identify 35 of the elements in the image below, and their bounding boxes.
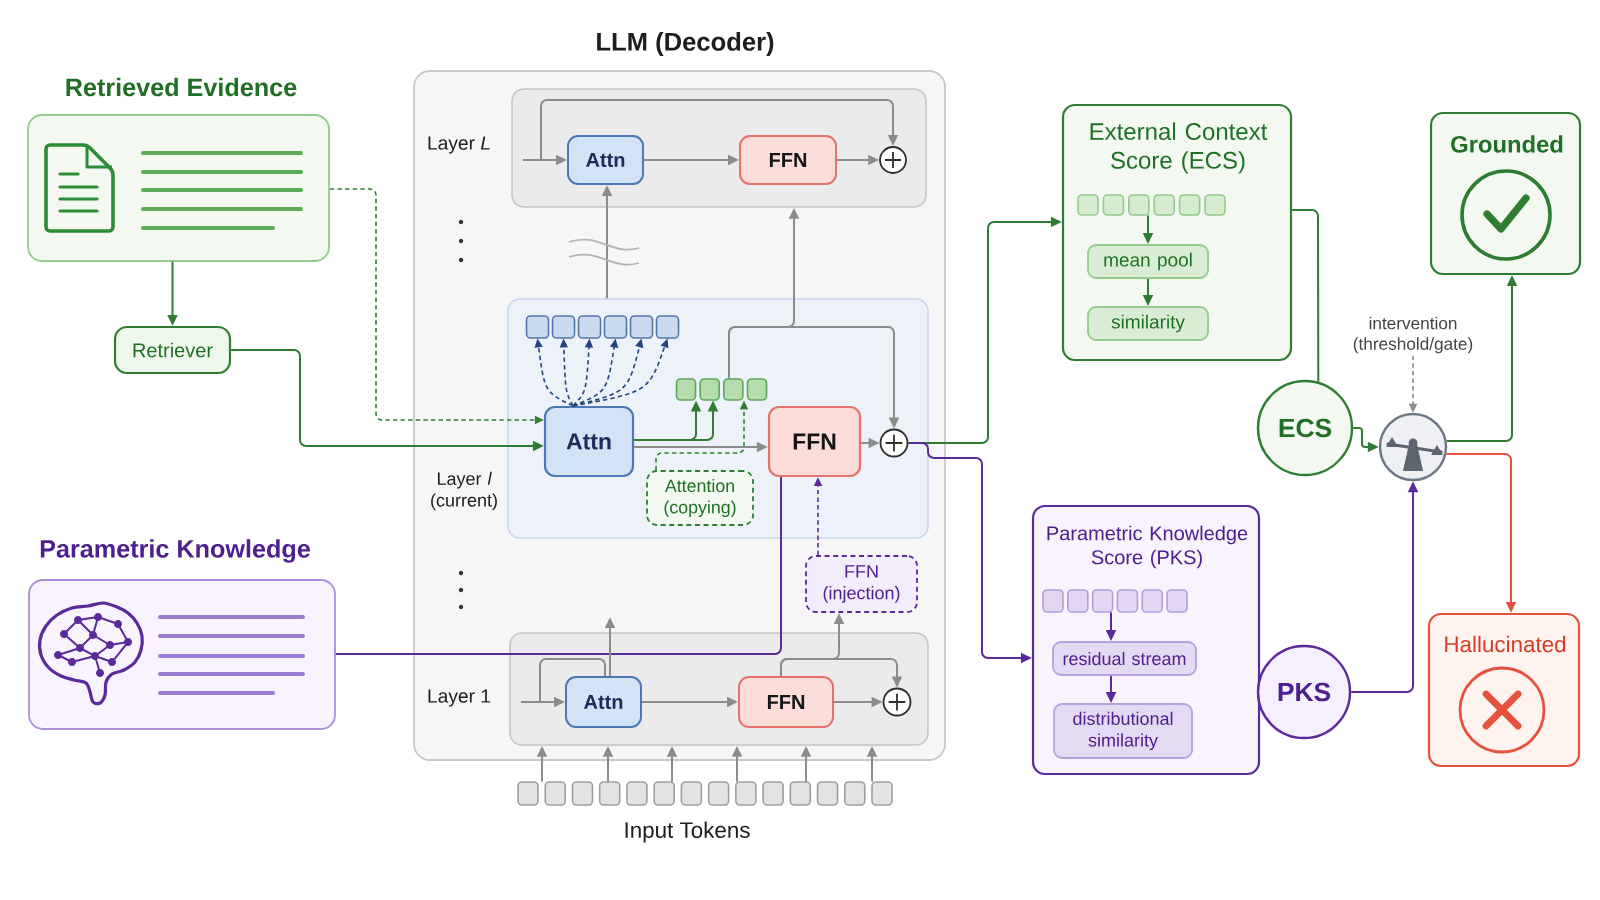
- attention-block: Attn: [565, 676, 642, 728]
- token-row: Input Tokens: [517, 781, 893, 843]
- sum-symbol: [879, 146, 907, 174]
- connector-line: [539, 658, 606, 703]
- step-box: residual stream: [1052, 641, 1197, 676]
- panel-heading: Retrieved Evidence: [66, 77, 297, 97]
- token-row: [1077, 194, 1226, 216]
- layer-label: Layer l (current): [431, 471, 497, 511]
- token-row: [1042, 589, 1188, 613]
- layer-label: Layer 1: [428, 689, 491, 707]
- attention-block: Attn: [567, 135, 644, 185]
- attention-block: Attn: [543, 405, 635, 478]
- connector-line: [334, 476, 782, 655]
- step-box: mean pool: [1087, 244, 1209, 279]
- node-label: Input Tokens: [625, 821, 750, 843]
- annotation-text: intervention (threshold/gate): [1353, 316, 1473, 354]
- panel-heading: Parametric Knowledge: [40, 539, 310, 563]
- step-box: similarity: [1087, 306, 1209, 341]
- sum-symbol: [879, 428, 909, 458]
- step-box: distributional similarity: [1053, 703, 1193, 759]
- ffn-block: FFN: [739, 135, 837, 185]
- panel-heading: LLM (Decoder): [597, 32, 774, 56]
- ffn-block: FFN: [738, 676, 834, 728]
- annotation-box: Attention (copying): [646, 470, 754, 526]
- result-box: Grounded: [1429, 111, 1582, 276]
- arrow: [540, 99, 899, 161]
- token-row: [525, 315, 680, 339]
- sum-symbol: [882, 687, 912, 717]
- layer-label: Layer L: [428, 136, 490, 154]
- result-box: Hallucinated: [1427, 612, 1581, 768]
- connector-line: [1291, 209, 1320, 383]
- process-box: Retriever: [113, 325, 232, 375]
- token-row: [675, 378, 768, 401]
- annotation-box: FFN (injection): [805, 555, 918, 613]
- ffn-block: FFN: [767, 405, 862, 478]
